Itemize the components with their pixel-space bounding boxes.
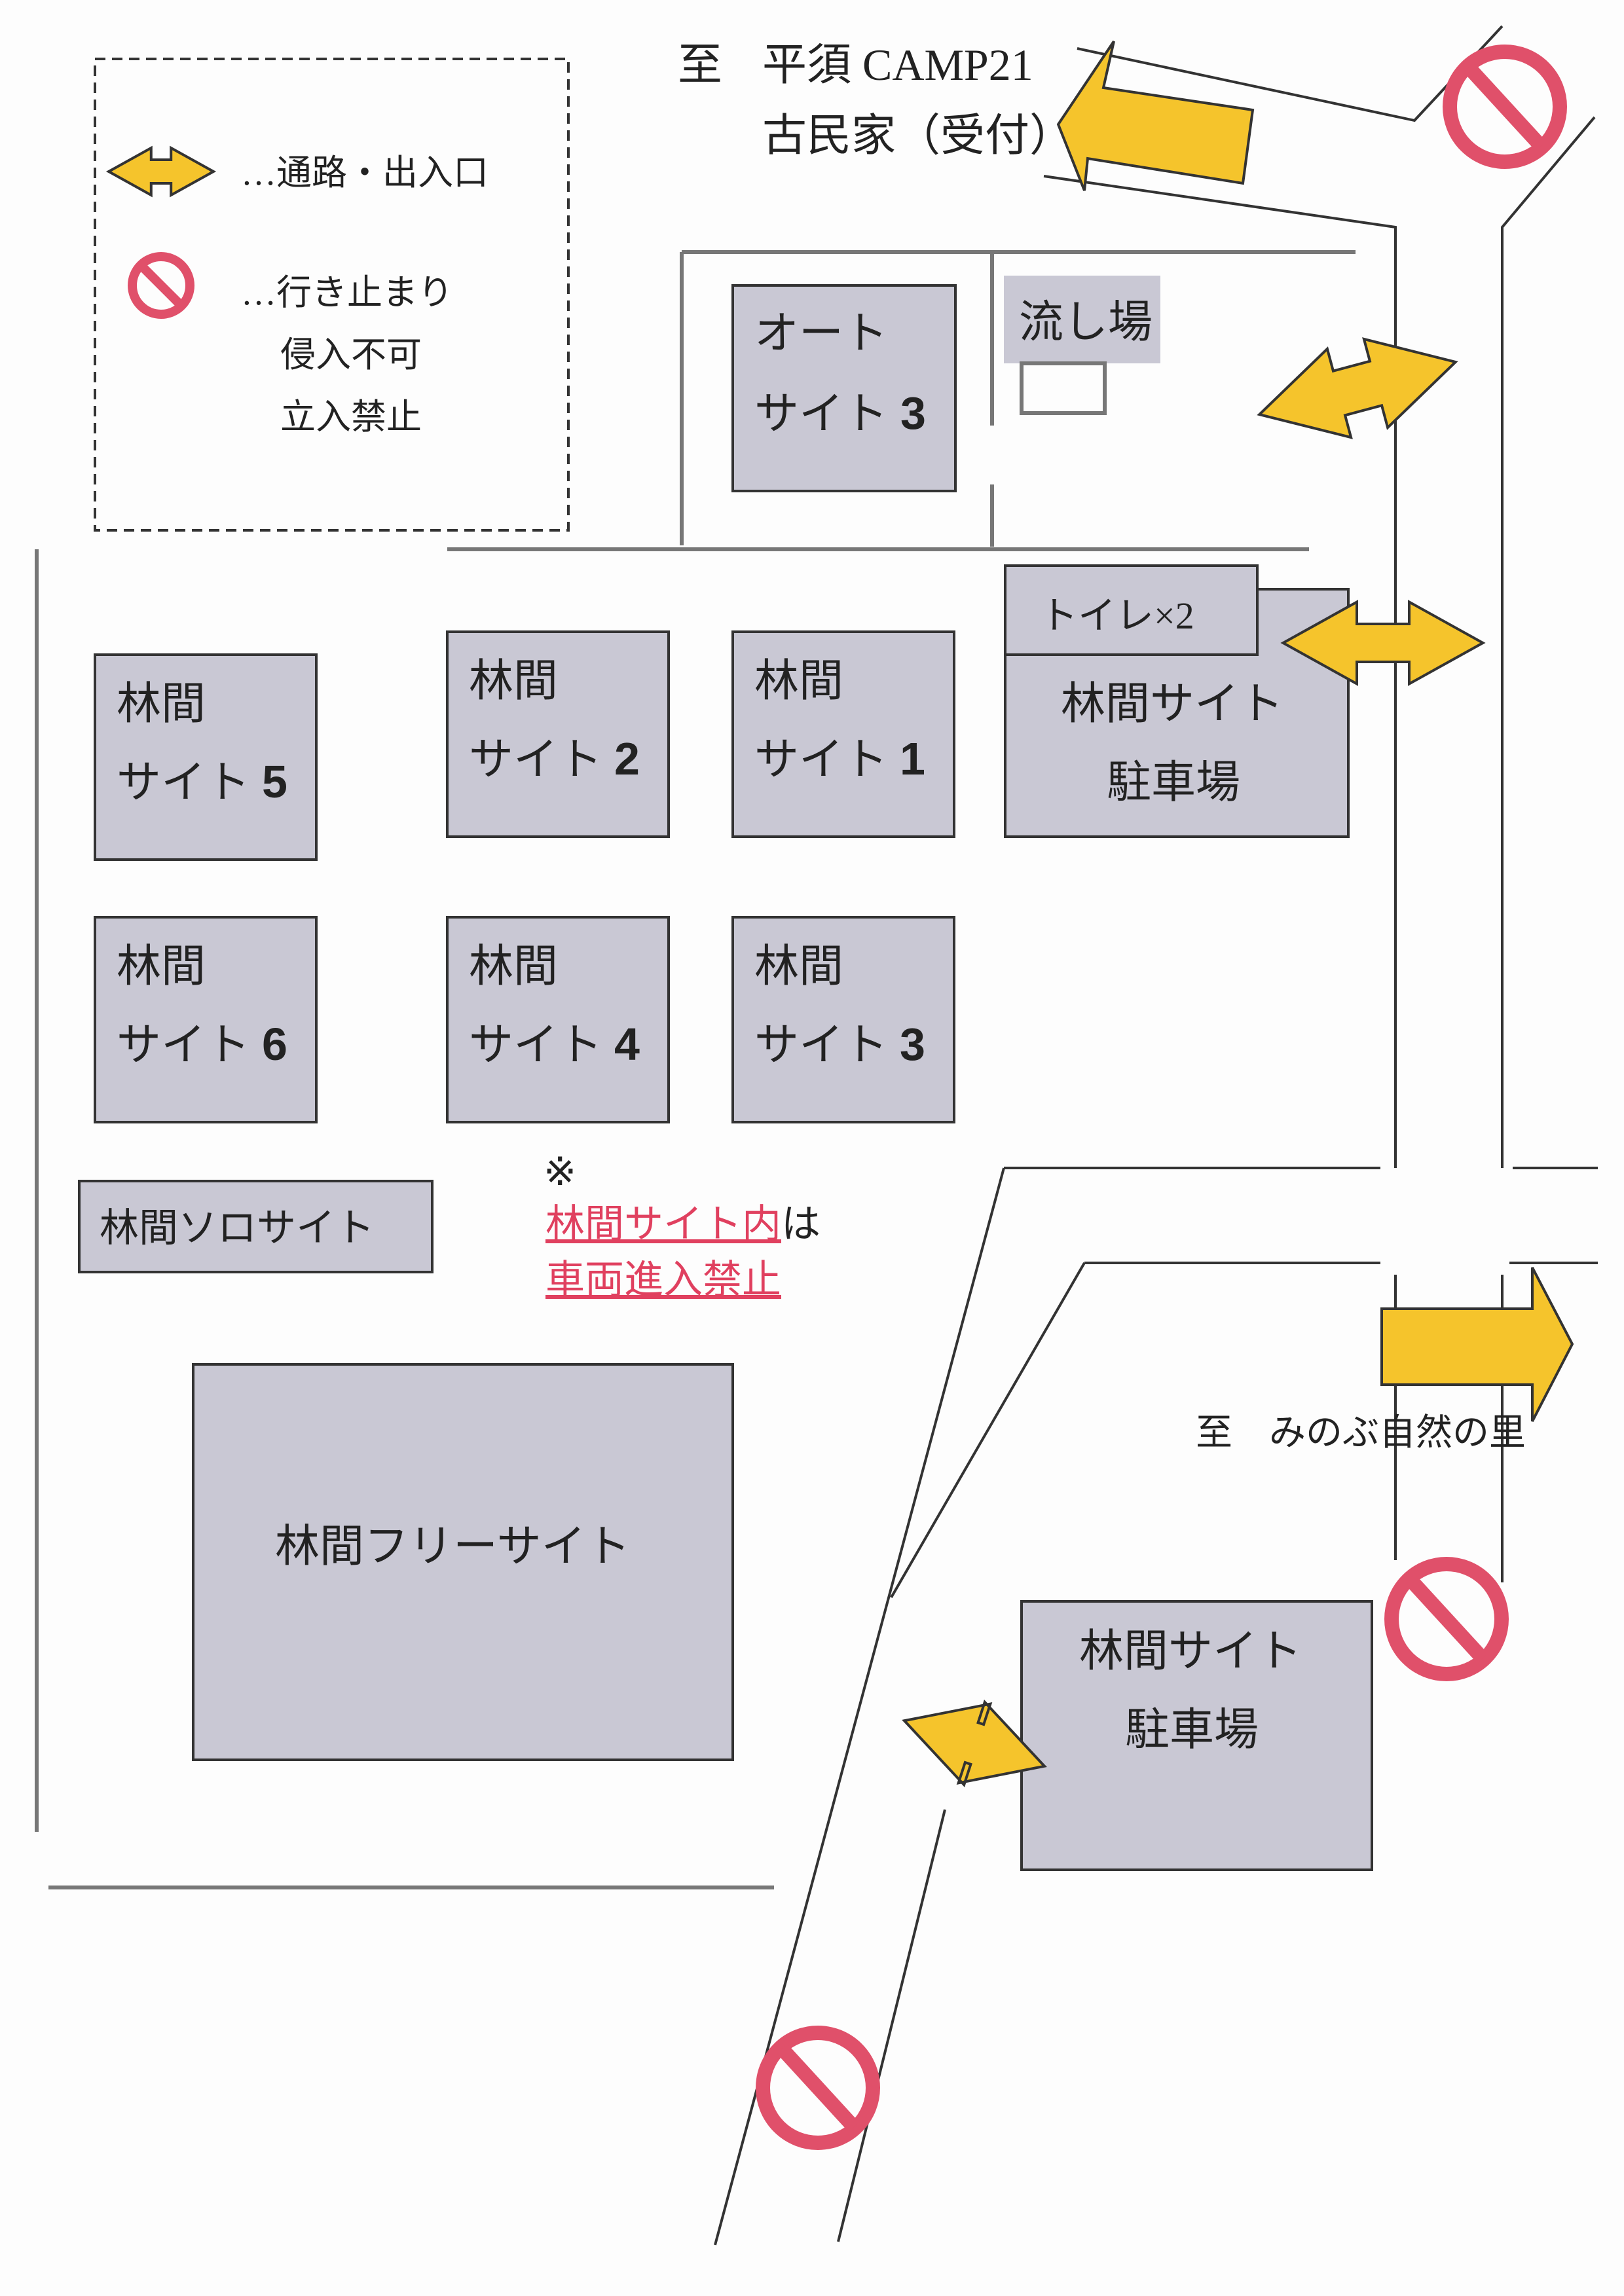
toilet[interactable]: トイレ×2 — [1004, 564, 1259, 656]
site-label-line1: 林間 — [754, 656, 843, 706]
free-site-label: 林間フリーサイト — [275, 1522, 631, 1571]
site-label-line2: サイト — [117, 1020, 250, 1070]
notice-suffix: は — [781, 1203, 821, 1246]
legend-deadend-line2: 侵入不可 — [280, 335, 422, 374]
site-number: 5 — [262, 756, 287, 807]
site-number: 2 — [614, 733, 640, 784]
legend-no-entry-icon — [128, 252, 194, 319]
site-label-line1: 林間 — [469, 656, 558, 706]
legend-double-arrow-icon — [105, 145, 217, 198]
site-label-line1: 林間 — [117, 941, 206, 991]
site-label-line1: 林間 — [754, 941, 843, 991]
top-destination-line2: 古民家（受付） — [762, 111, 1074, 160]
notice-mark: ※ — [544, 1150, 576, 1194]
right-destination-label: 至 みのぶ自然の里 — [1196, 1413, 1526, 1453]
site-number: 6 — [262, 1019, 287, 1070]
parking-top-line1: 林間サイト — [1061, 679, 1283, 729]
notice-warning-text: 林間サイト内 — [545, 1203, 781, 1246]
top-destination-prefix: 至 — [678, 40, 722, 90]
site-label-line2: サイト — [117, 757, 250, 807]
no-entry-icon — [1443, 45, 1567, 169]
notice-line1: 林間サイト内は — [545, 1203, 821, 1246]
parking-top-line2: 駐車場 — [1107, 757, 1240, 807]
parking-bottom[interactable]: 林間サイト 駐車場 — [1020, 1600, 1373, 1871]
legend-path-label: …通路・出入口 — [241, 153, 489, 192]
notice-line2: 車両進入禁止 — [545, 1258, 781, 1302]
solo-site[interactable]: 林間ソロサイト — [78, 1180, 434, 1273]
entrance-double-arrow-icon — [1257, 337, 1458, 439]
legend-double-arrow-shape — [105, 145, 217, 198]
legend-deadend-label: …行き止まり — [241, 273, 453, 312]
exit-arrow-to-reception-icon — [1056, 40, 1255, 191]
solo-site-label: 林間ソロサイト — [100, 1207, 375, 1250]
legend-box — [94, 58, 570, 532]
area-boundaries — [35, 250, 1356, 1889]
site-label-line2: サイト — [469, 1020, 602, 1070]
site-label-line1: 林間 — [117, 679, 206, 729]
roads — [714, 25, 1598, 2246]
forest-site-5[interactable]: 林間 サイト 5 — [94, 653, 318, 861]
auto-site-3-line1: オート — [754, 308, 888, 358]
auto-site-3-number: 3 — [900, 388, 926, 439]
site-number: 1 — [900, 733, 925, 784]
site-label-line1: 林間 — [469, 941, 558, 991]
entrance-double-arrow-icon — [902, 1699, 1047, 1788]
sink-area[interactable]: 流し場 — [1004, 276, 1160, 415]
entrance-double-arrow-icon — [1280, 600, 1486, 686]
forest-site-4[interactable]: 林間 サイト 4 — [446, 916, 670, 1123]
toilet-label: トイレ×2 — [1040, 594, 1194, 637]
exit-arrow-to-minobu-icon — [1380, 1267, 1574, 1422]
forest-site-3[interactable]: 林間 サイト 3 — [731, 916, 955, 1123]
site-label-line2: サイト — [469, 735, 602, 784]
forest-site-1[interactable]: 林間 サイト 1 — [731, 630, 955, 838]
auto-site-3[interactable]: オート サイト 3 — [731, 284, 957, 492]
site-label-line2: サイト — [754, 735, 888, 784]
no-entry-icon — [1384, 1557, 1509, 1681]
forest-site-2[interactable]: 林間 サイト 2 — [446, 630, 670, 838]
forest-site-6[interactable]: 林間 サイト 6 — [94, 916, 318, 1123]
free-site[interactable]: 林間フリーサイト — [192, 1363, 734, 1761]
auto-site-3-line2: サイト — [754, 389, 888, 439]
parking-bottom-line1: 林間サイト — [1079, 1626, 1302, 1676]
site-number: 4 — [614, 1019, 640, 1070]
no-entry-icon — [756, 2026, 880, 2150]
legend-deadend-line3: 立入禁止 — [280, 397, 422, 437]
sink-label: 流し場 — [1019, 297, 1153, 347]
parking-bottom-line2: 駐車場 — [1125, 1705, 1259, 1755]
site-number: 3 — [900, 1019, 925, 1070]
site-label-line2: サイト — [754, 1020, 888, 1070]
top-destination-line1: 平須 CAMP21 — [762, 40, 1033, 90]
